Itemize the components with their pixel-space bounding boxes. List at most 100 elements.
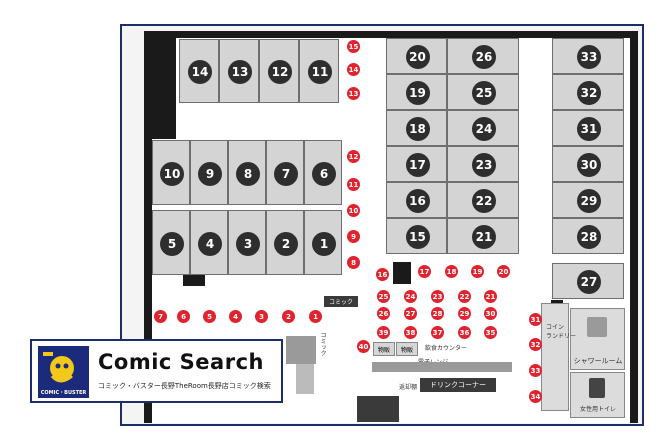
comic-buster-logo: COMIC・BUSTER [38, 346, 89, 398]
pillar-middle [393, 262, 411, 284]
booth-4[interactable]: 4 [190, 210, 228, 275]
booth-32[interactable]: 32 [552, 74, 624, 110]
seat-17[interactable]: 17 [418, 265, 431, 278]
booth-29[interactable]: 29 [552, 182, 624, 218]
seat-3[interactable]: 3 [255, 310, 268, 323]
seat-12[interactable]: 12 [347, 150, 360, 163]
seat-1[interactable]: 1 [309, 310, 322, 323]
booth-21[interactable]: 21 [447, 218, 519, 254]
seat-19[interactable]: 19 [471, 265, 484, 278]
seat-33[interactable]: 33 [529, 364, 542, 377]
booth-number: 17 [405, 153, 430, 177]
booth-number: 13 [228, 60, 252, 84]
booth-number: 22 [472, 189, 496, 213]
booth-12[interactable]: 12 [259, 39, 299, 103]
booth-number: 20 [405, 45, 430, 69]
seat-35[interactable]: 35 [484, 326, 497, 339]
drink-corner-label: ドリンクコーナー [420, 378, 496, 392]
booth-number: 18 [405, 117, 430, 141]
booth-18[interactable]: 18 [386, 110, 447, 146]
booth-number: 33 [577, 45, 601, 69]
seat-2[interactable]: 2 [282, 310, 295, 323]
booth-17[interactable]: 17 [386, 146, 447, 182]
booth-19[interactable]: 19 [386, 74, 447, 110]
womens-toilet-label: 女性用トイレ [579, 406, 616, 413]
seat-8[interactable]: 8 [347, 256, 360, 269]
seat-24[interactable]: 24 [404, 290, 417, 303]
booth-33[interactable]: 33 [552, 38, 624, 74]
seat-40[interactable]: 40 [357, 340, 370, 353]
booth-30[interactable]: 30 [552, 146, 624, 182]
seat-7[interactable]: 7 [154, 310, 167, 323]
seat-13[interactable]: 13 [347, 87, 360, 100]
seat-30[interactable]: 30 [484, 307, 497, 320]
booth-number: 26 [472, 45, 496, 69]
seat-20[interactable]: 20 [497, 265, 510, 278]
booth-23[interactable]: 23 [447, 146, 519, 182]
booth-5[interactable]: 5 [152, 210, 190, 275]
booth-number: 3 [236, 231, 260, 256]
seat-11[interactable]: 11 [347, 178, 360, 191]
seat-18[interactable]: 18 [445, 265, 458, 278]
booth-25[interactable]: 25 [447, 74, 519, 110]
bottom-left-counter [286, 336, 316, 364]
booth-24[interactable]: 24 [447, 110, 519, 146]
booth-2[interactable]: 2 [266, 210, 304, 275]
seat-15[interactable]: 15 [347, 40, 360, 53]
seat-6[interactable]: 6 [177, 310, 190, 323]
seat-39[interactable]: 39 [377, 326, 390, 339]
counter-strip [372, 362, 512, 372]
booth-20[interactable]: 20 [386, 38, 447, 74]
booth-15[interactable]: 15 [386, 218, 447, 254]
seat-29[interactable]: 29 [458, 307, 471, 320]
shower-icon [587, 317, 607, 337]
seat-5[interactable]: 5 [203, 310, 216, 323]
booth-number: 19 [405, 81, 430, 105]
corner-block-top-left [152, 38, 176, 139]
booth-11[interactable]: 11 [299, 39, 339, 103]
booth-16[interactable]: 16 [386, 182, 447, 218]
seat-36[interactable]: 36 [458, 326, 471, 339]
booth-number: 9 [198, 161, 222, 186]
logo-mascot-icon [43, 352, 74, 383]
seat-31[interactable]: 31 [529, 313, 542, 326]
seat-9[interactable]: 9 [347, 230, 360, 243]
seat-14[interactable]: 14 [347, 63, 360, 76]
seat-32[interactable]: 32 [529, 338, 542, 351]
seat-21[interactable]: 21 [484, 290, 497, 303]
booth-13[interactable]: 13 [219, 39, 259, 103]
booth-number: 21 [472, 225, 496, 249]
seat-28[interactable]: 28 [431, 307, 444, 320]
seat-25[interactable]: 25 [377, 290, 390, 303]
booth-31[interactable]: 31 [552, 110, 624, 146]
booth-6[interactable]: 6 [304, 140, 342, 205]
booth-28[interactable]: 28 [552, 218, 624, 254]
booth-number: 25 [472, 81, 496, 105]
booth-14[interactable]: 14 [179, 39, 219, 103]
seat-38[interactable]: 38 [404, 326, 417, 339]
booth-number: 11 [308, 60, 332, 84]
booth-27[interactable]: 27 [552, 263, 624, 299]
seat-22[interactable]: 22 [458, 290, 471, 303]
seat-16[interactable]: 16 [376, 268, 389, 281]
booth-10[interactable]: 10 [152, 140, 190, 205]
booth-3[interactable]: 3 [228, 210, 266, 275]
logo-badge-text: COMIC・BUSTER [40, 390, 87, 396]
seat-37[interactable]: 37 [431, 326, 444, 339]
booth-1[interactable]: 1 [304, 210, 342, 275]
seat-10[interactable]: 10 [347, 204, 360, 217]
seat-34[interactable]: 34 [529, 390, 542, 403]
booth-22[interactable]: 22 [447, 182, 519, 218]
booth-7[interactable]: 7 [266, 140, 304, 205]
seat-27[interactable]: 27 [404, 307, 417, 320]
seat-26[interactable]: 26 [377, 307, 390, 320]
booth-number: 12 [268, 60, 292, 84]
booth-number: 28 [577, 225, 601, 249]
booth-8[interactable]: 8 [228, 140, 266, 205]
booth-9[interactable]: 9 [190, 140, 228, 205]
seat-23[interactable]: 23 [431, 290, 444, 303]
booth-number: 1 [312, 231, 336, 256]
seat-4[interactable]: 4 [229, 310, 242, 323]
booth-26[interactable]: 26 [447, 38, 519, 74]
